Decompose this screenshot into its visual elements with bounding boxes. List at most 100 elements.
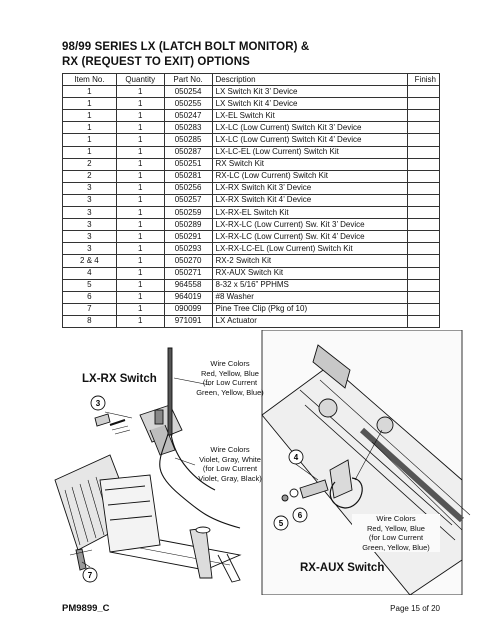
part-no-cell: 050285 <box>163 133 213 147</box>
quantity-cell: 1 <box>115 242 165 256</box>
callout-4: 4 <box>294 453 299 462</box>
item-cell: 1 <box>62 121 117 135</box>
note-line: Violet, Gray, Black) <box>198 473 262 483</box>
quantity-cell: 1 <box>115 145 165 159</box>
note-line: (for Low Current <box>202 378 258 387</box>
title-line-1: 98/99 SERIES LX (LATCH BOLT MONITOR) & <box>62 41 310 53</box>
finish-cell <box>407 193 440 208</box>
note-line: Violet, Gray, White <box>199 454 261 464</box>
quantity-cell: 1 <box>115 278 165 292</box>
header-quantity: Quantity <box>115 72 165 87</box>
description-cell: LX-RX-LC (Low Current) Sw. Kit 3’ Device <box>211 218 409 232</box>
quantity-cell: 1 <box>115 302 165 316</box>
part-no-cell: 050283 <box>163 121 213 135</box>
finish-cell <box>407 181 440 195</box>
part-no-cell: 971091 <box>163 314 213 328</box>
part-no-cell: 050251 <box>163 157 213 171</box>
item-cell: 3 <box>62 193 117 208</box>
description-cell: Pine Tree Clip (Pkg of 10) <box>211 302 409 316</box>
header-part-no: Part No. <box>163 72 213 87</box>
finish-cell <box>407 206 440 220</box>
page-number: Page 15 of 20 <box>390 604 440 613</box>
part-no-cell: 050291 <box>163 230 213 244</box>
parts-table: Item No. Quantity Part No. Description F… <box>62 72 440 328</box>
quantity-cell: 1 <box>115 97 165 111</box>
item-cell: 3 <box>62 206 117 220</box>
quantity-cell: 1 <box>115 133 165 147</box>
item-cell: 3 <box>62 242 117 256</box>
note-line: Wire Colors <box>210 445 250 454</box>
part-no-cell: 050293 <box>163 242 213 256</box>
description-cell: LX-EL Switch Kit <box>211 109 409 123</box>
finish-cell <box>407 121 440 135</box>
quantity-cell: 1 <box>115 218 165 232</box>
note-line: Wire Colors <box>210 359 250 368</box>
part-no-cell: 964558 <box>163 278 213 292</box>
item-cell: 5 <box>62 278 117 292</box>
part-no-cell: 964019 <box>163 290 213 304</box>
callout-circle-7 <box>82 567 98 583</box>
lx-rx-switch-label: LX-RX Switch <box>82 373 157 385</box>
description-cell: LX Switch Kit 4’ Device <box>211 97 409 111</box>
part-no-cell: 050270 <box>163 254 213 268</box>
finish-cell <box>407 290 440 304</box>
description-cell: RX-2 Switch Kit <box>211 254 409 268</box>
note-line: Wire Colors <box>376 514 416 523</box>
note-line: Red, Yellow, Blue <box>367 523 425 533</box>
quantity-cell: 1 <box>115 181 165 195</box>
description-cell: RX-LC (Low Current) Switch Kit <box>211 169 409 183</box>
description-cell: LX-RX-EL Switch Kit <box>211 206 409 220</box>
callout-6: 6 <box>298 511 303 520</box>
description-cell: LX-LC (Low Current) Switch Kit 4’ Device <box>211 133 409 147</box>
note-line: Green, Yellow, Blue) <box>362 542 430 552</box>
finish-cell <box>407 302 440 316</box>
callout-markers: 3 7 4 5 6 <box>82 395 308 583</box>
quantity-cell: 1 <box>115 254 165 268</box>
description-cell: RX-AUX Switch Kit <box>211 266 409 280</box>
description-cell: LX-LC (Low Current) Switch Kit 3’ Device <box>211 121 409 135</box>
finish-cell <box>407 169 440 183</box>
finish-cell <box>407 109 440 123</box>
wire-colors-note-lx: Wire Colors Red, Yellow, Blue (for Low C… <box>188 359 272 397</box>
finish-cell <box>407 133 440 147</box>
quantity-cell: 1 <box>115 314 165 328</box>
page-title: 98/99 SERIES LX (LATCH BOLT MONITOR) & R… <box>62 40 442 70</box>
title-line-2: RX (REQUEST TO EXIT) OPTIONS <box>62 56 250 68</box>
description-cell: LX-RX-LC (Low Current) Sw. Kit 4’ Device <box>211 230 409 244</box>
item-cell: 3 <box>62 218 117 232</box>
item-cell: 8 <box>62 314 117 328</box>
finish-cell <box>407 157 440 171</box>
lx-rx-assembly-drawing <box>54 347 242 583</box>
wire-colors-note-rx: Wire Colors Violet, Gray, White (for Low… <box>186 445 274 483</box>
quantity-cell: 1 <box>115 290 165 304</box>
header-description: Description <box>211 72 409 87</box>
finish-cell <box>407 97 440 111</box>
item-cell: 4 <box>62 266 117 280</box>
callout-5: 5 <box>279 519 284 528</box>
part-no-cell: 050255 <box>163 97 213 111</box>
exploded-view-diagrams: LX-RX Switch RX-AUX Switch Wire Colors R… <box>0 330 495 595</box>
header-finish: Finish <box>407 72 440 87</box>
quantity-cell: 1 <box>115 206 165 220</box>
item-cell: 1 <box>62 133 117 147</box>
part-no-cell: 050254 <box>163 85 213 99</box>
part-no-cell: 050256 <box>163 181 213 195</box>
quantity-cell: 1 <box>115 266 165 280</box>
part-no-cell: 050247 <box>163 109 213 123</box>
callout-circle-3 <box>90 395 106 411</box>
finish-cell <box>407 85 440 99</box>
quantity-cell: 1 <box>115 169 165 183</box>
rx-aux-switch-label: RX-AUX Switch <box>300 562 385 574</box>
quantity-cell: 1 <box>115 157 165 171</box>
finish-cell <box>407 218 440 232</box>
quantity-cell: 1 <box>115 193 165 208</box>
callout-circle-4 <box>288 449 304 465</box>
